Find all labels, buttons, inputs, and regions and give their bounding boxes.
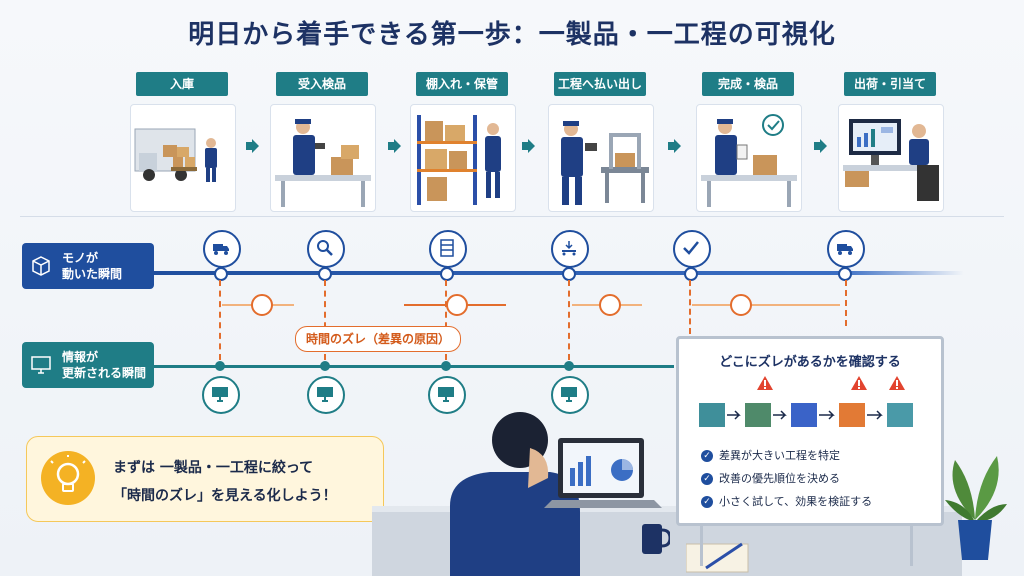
monitor-icon: [307, 376, 345, 414]
warning-icon: [889, 376, 905, 390]
check-item-text: 改善の優先順位を決める: [719, 472, 840, 485]
info-timeline-node: [215, 361, 225, 371]
info-timeline-node: [320, 361, 330, 371]
timeline-node: [562, 267, 576, 281]
time-lag-connector: [324, 280, 326, 360]
info-timeline-node: [441, 361, 451, 371]
monitor-icon: [31, 356, 51, 374]
check-item-text: 小さく試して、効果を検証する: [719, 495, 873, 508]
clock-icon: [251, 294, 273, 316]
shelf-icon: [429, 230, 467, 268]
check-icon: ✓: [701, 496, 713, 508]
time-lag-connector: [845, 280, 847, 326]
monitor-icon: [428, 376, 466, 414]
process-step-label: 入庫: [136, 72, 228, 96]
time-gap-bar: [692, 304, 840, 306]
process-step-label: 出荷・引当て: [844, 72, 936, 96]
tip-callout: まずは 一製品・一工程に絞って 「時間のズレ」を見える化しよう！: [26, 436, 384, 522]
info-timeline: [154, 365, 674, 368]
tip-line2: 「時間のズレ」を見える化しよう！: [113, 488, 337, 504]
process-step-storage: 棚入れ・保管: [410, 72, 516, 212]
physical-movement-label: モノが動いた瞬間: [22, 243, 154, 289]
process-step-completion: 完成・検品: [696, 72, 802, 212]
process-step-label: 工程へ払い出し: [554, 72, 646, 96]
page-title: 明日から着手できる第一歩：一製品・一工程の可視化: [188, 20, 836, 50]
check-item: ✓ 小さく試して、効果を検証する: [701, 493, 872, 509]
section-divider: [20, 216, 1004, 217]
row-label-line2: 動いた瞬間: [62, 267, 123, 281]
time-lag-connector: [445, 280, 447, 360]
process-flow-diagram: [699, 403, 913, 427]
worker-at-laptop-illustration: [450, 412, 662, 576]
lightbulb-icon: [41, 451, 95, 505]
physical-timeline: [154, 271, 964, 275]
timeline-node: [440, 267, 454, 281]
info-timeline-node: [564, 361, 574, 371]
delivery-truck-icon: [827, 230, 865, 268]
row-label-line2: 更新される瞬間: [62, 366, 147, 380]
clock-icon: [730, 294, 752, 316]
monitor-icon: [202, 376, 240, 414]
process-step-label: 棚入れ・保管: [416, 72, 508, 96]
conveyor-icon: [551, 230, 589, 268]
arrow-right-icon: [246, 139, 259, 153]
truck-icon: [203, 230, 241, 268]
time-lag-connector: [219, 280, 221, 360]
arrow-right-icon: [814, 139, 827, 153]
warning-icon: [851, 376, 867, 390]
clock-icon: [446, 294, 468, 316]
completion-illustration: [696, 104, 802, 212]
timeline-node: [684, 267, 698, 281]
timeline-node: [318, 267, 332, 281]
check-icon: ✓: [701, 450, 713, 462]
process-step-label: 受入検品: [276, 72, 368, 96]
notebook-icon: [686, 542, 749, 573]
arrow-right-icon: [668, 139, 681, 153]
row-label-line1: 情報が: [62, 350, 99, 364]
time-gap-label: 時間のズレ（差異の原因）: [295, 326, 462, 352]
magnifier-icon: [307, 230, 345, 268]
clock-icon: [599, 294, 621, 316]
time-lag-connector: [568, 280, 570, 360]
process-step-receiving: 入庫: [130, 72, 236, 212]
storage-illustration: [410, 104, 516, 212]
box-icon: [32, 256, 50, 276]
arrow-right-icon: [522, 139, 535, 153]
process-step-shipping: 出荷・引当て: [838, 72, 944, 212]
warning-icon: [757, 376, 773, 390]
whiteboard: どこにズレがあるかを確認する ✓ 差異が大きい工程を特定 ✓ 改善の優先順位を決める…: [676, 336, 944, 526]
process-step-dispatch: 工程へ払い出し: [548, 72, 654, 212]
time-lag-connector: [689, 280, 691, 334]
timeline-node: [214, 267, 228, 281]
check-item-text: 差異が大きい工程を特定: [719, 449, 840, 462]
potted-plant-illustration: [945, 456, 1007, 560]
checkmark-icon: [673, 230, 711, 268]
tip-line1: まずは 一製品・一工程に絞って: [113, 460, 314, 476]
coffee-mug-icon: [642, 524, 670, 554]
timeline-node: [838, 267, 852, 281]
arrow-right-icon: [388, 139, 401, 153]
whiteboard-leg: [700, 520, 703, 566]
check-item: ✓ 改善の優先順位を決める: [701, 470, 840, 486]
process-step-label: 完成・検品: [702, 72, 794, 96]
shipping-illustration: [838, 104, 944, 212]
monitor-icon: [551, 376, 589, 414]
inspection-illustration: [270, 104, 376, 212]
process-step-inspection: 受入検品: [270, 72, 376, 212]
dispatch-illustration: [548, 104, 654, 212]
receiving-illustration: [130, 104, 236, 212]
check-icon: ✓: [701, 473, 713, 485]
whiteboard-leg: [910, 520, 913, 566]
info-update-label: 情報が更新される瞬間: [22, 342, 154, 388]
row-label-line1: モノが: [62, 251, 99, 265]
check-item: ✓ 差異が大きい工程を特定: [701, 447, 840, 463]
whiteboard-title: どこにズレがあるかを確認する: [719, 355, 901, 370]
desk-top: [372, 506, 962, 516]
